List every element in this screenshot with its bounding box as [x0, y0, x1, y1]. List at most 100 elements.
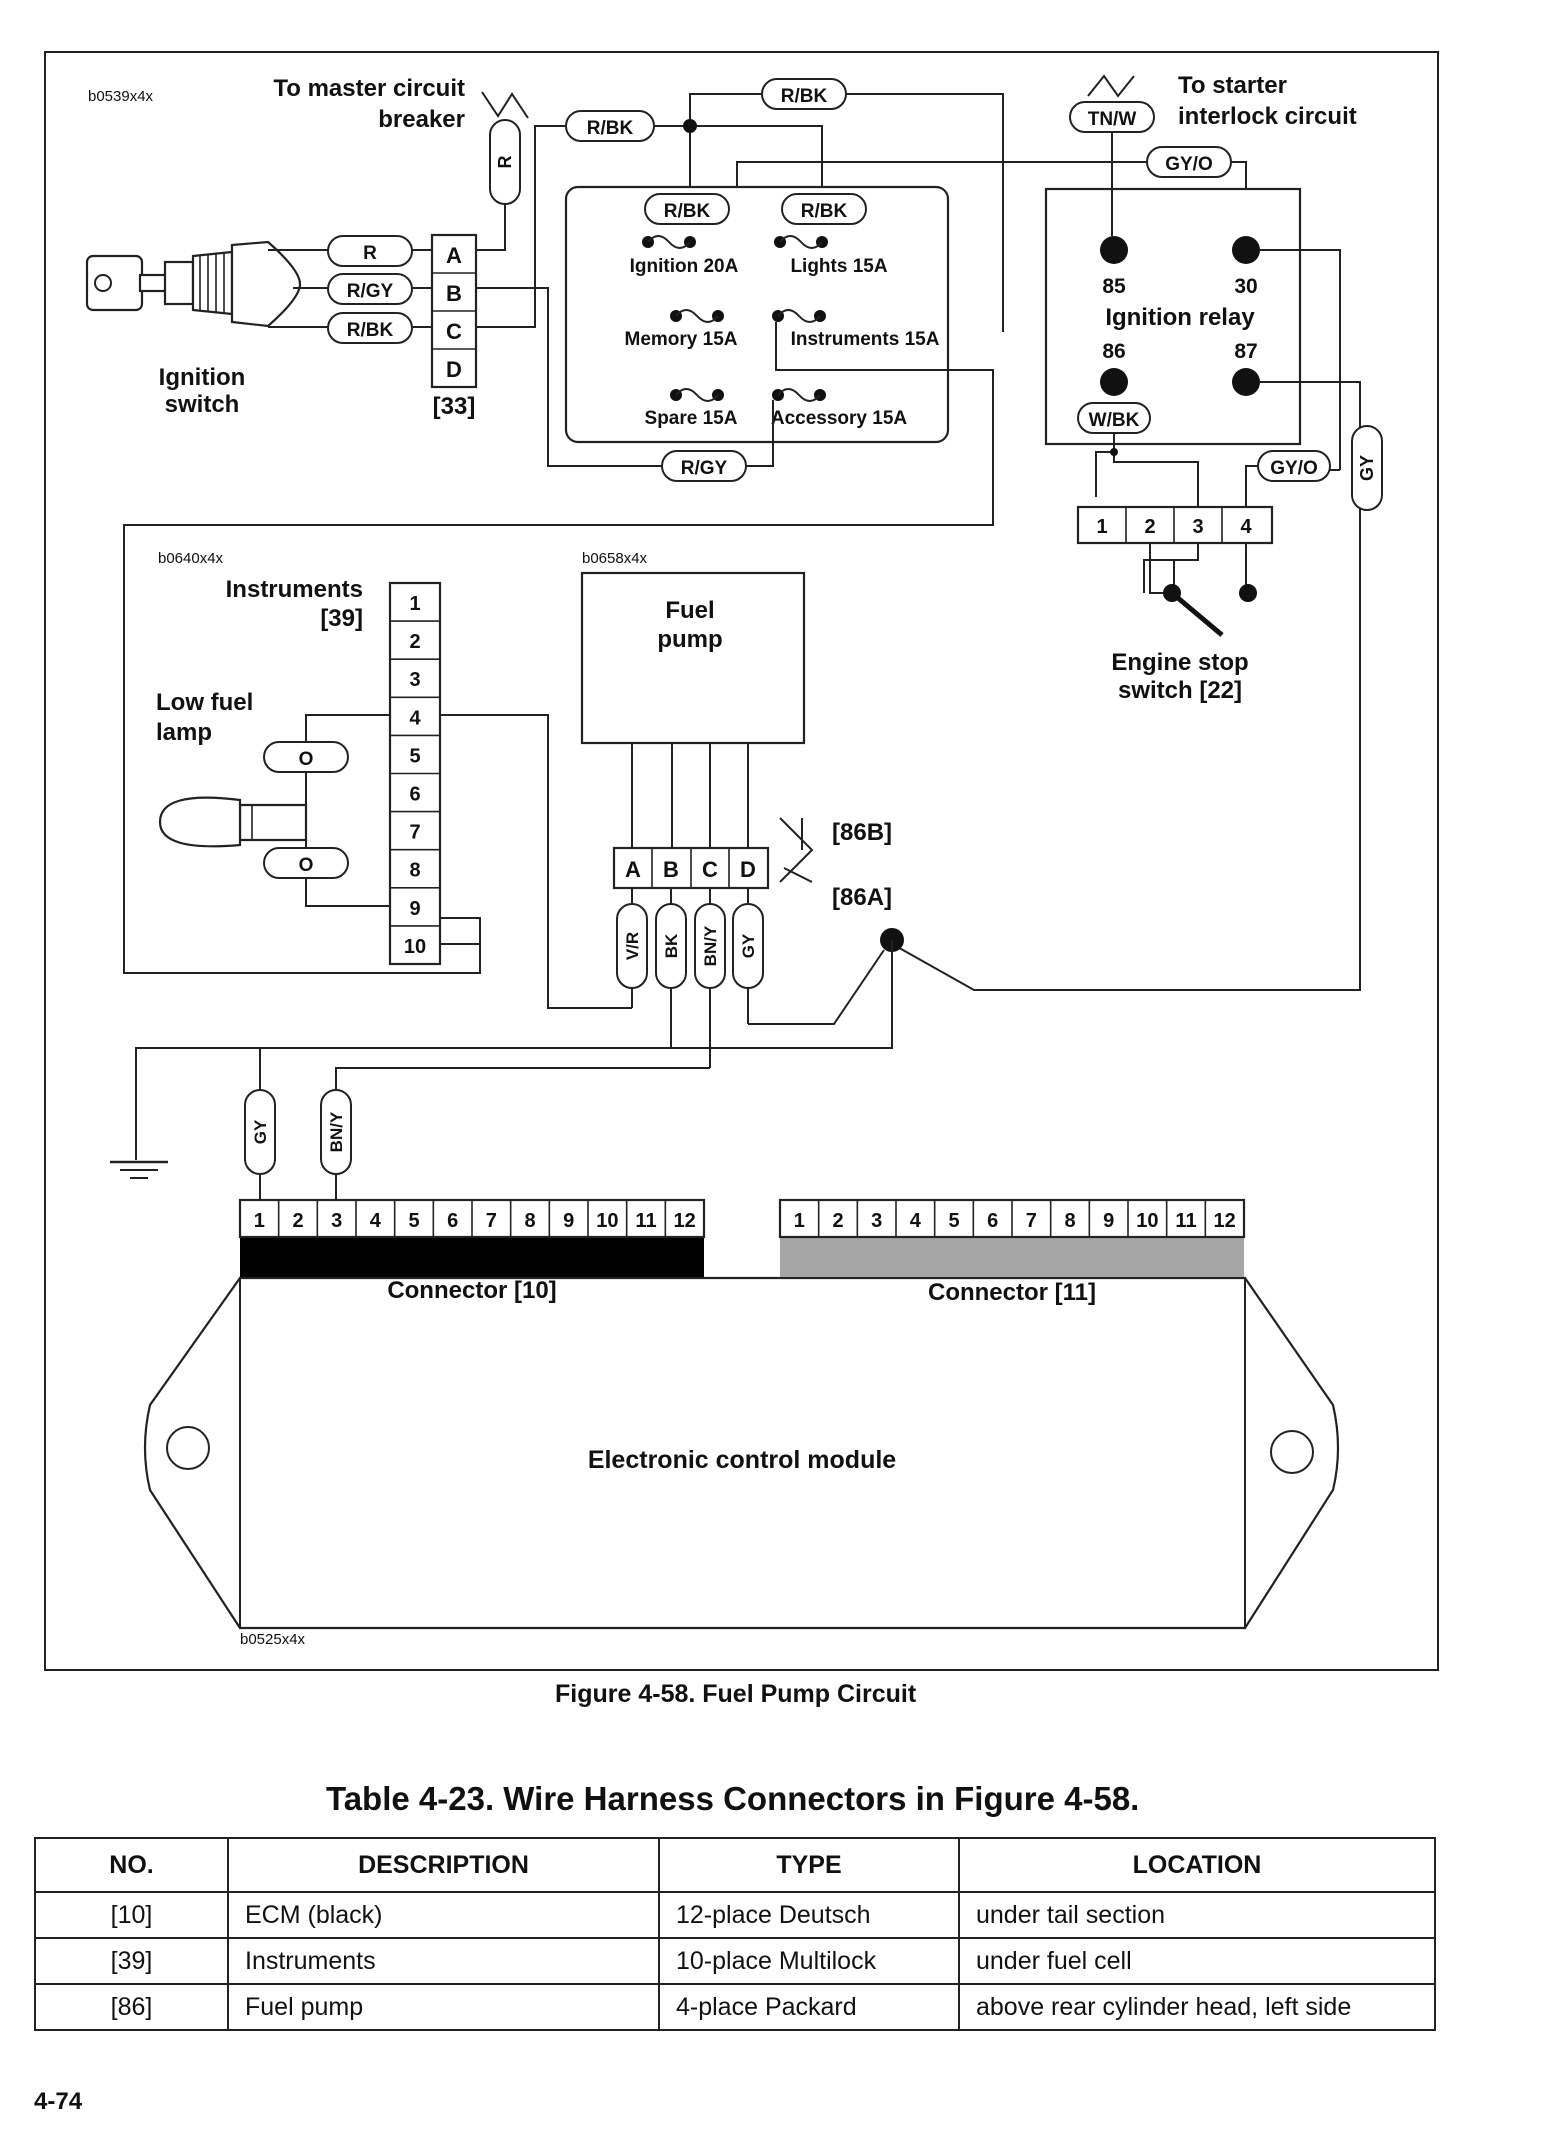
wire-tag-bn-y-label: BN/Y [701, 925, 720, 966]
wire-instruments-fuse [123, 322, 994, 974]
table-row: [39] Instruments 10-place Multilock unde… [34, 1937, 1436, 1985]
wire-tag-o-2 [263, 847, 349, 879]
wire-tag-v-r [616, 903, 648, 989]
master-breaker-break-symbol [481, 91, 529, 119]
table-cell: [86] [34, 1983, 229, 2031]
ignition-switch-label-2: switch [165, 391, 240, 418]
figure-id-pump: b0658x4x [582, 550, 648, 567]
wire-r-gy-fuse [746, 400, 774, 467]
wire-tag-fuse-r-bk-1-label: R/BK [664, 201, 711, 222]
ignition-relay-label: Ignition relay [1105, 304, 1255, 331]
pump-connector-86 [612, 846, 770, 890]
wire-r-gy [476, 287, 662, 467]
connector-10-body [240, 1237, 704, 1277]
table-cell: Instruments [227, 1937, 660, 1985]
wire-tag-r-bk-2 [761, 78, 847, 110]
connector-11-pin-11: 11 [1175, 1210, 1196, 1232]
table-cell: ECM (black) [227, 1891, 660, 1939]
wire-tag-gy-o-lower-label: GY/O [1270, 458, 1318, 479]
wire-r-bk-lights [690, 125, 823, 200]
fuel-pump-label-2: pump [657, 626, 722, 653]
table-row: [86] Fuel pump 4-place Packard above rea… [34, 1983, 1436, 2031]
wire-tag-v-r-label: V/R [623, 932, 642, 960]
connector-10-pin-5: 5 [408, 1210, 419, 1232]
fuse-symbols [642, 235, 828, 402]
table-cell: under fuel cell [958, 1937, 1436, 1985]
fuse-block [564, 185, 950, 444]
master-breaker-label: To master circuit [273, 75, 465, 102]
wire-tag-tn-w-label: TN/W [1088, 109, 1137, 130]
wire-tag-gy-pump [732, 903, 764, 989]
wire-tag-r-bk-1 [565, 110, 655, 142]
starter-interlock-break-symbol [1087, 74, 1135, 98]
bulb-icon [158, 796, 308, 848]
relay-terminal-85-label: 85 [1102, 275, 1126, 298]
figure-id-instruments: b0640x4x [158, 550, 224, 567]
figure-id-top: b0539x4x [88, 88, 154, 105]
fuse-ignition-label: Ignition 20A [630, 256, 739, 277]
wire-relay-30 [1260, 249, 1341, 470]
ignition-connector-33 [430, 233, 478, 389]
connector-11-pin-1: 1 [794, 1210, 805, 1232]
connector-10-pin-1: 1 [254, 1210, 265, 1232]
table-cell: Fuel pump [227, 1983, 660, 2031]
wire-harness-table: NO. DESCRIPTION TYPE LOCATION [10] ECM (… [34, 1837, 1436, 2031]
wire-tag-gy-vertical-label: GY [1357, 455, 1377, 481]
connector-10-pin-2: 2 [292, 1210, 303, 1232]
engine-stop-label: Engine stop [1111, 649, 1248, 676]
table-header: TYPE [658, 1837, 960, 1893]
connector-11-body [780, 1237, 1244, 1277]
relay-terminal-86 [1100, 368, 1128, 396]
wire-tag-r [327, 235, 413, 267]
wire-gy-o-lower [1245, 465, 1340, 507]
instrument-pin-6: 6 [409, 784, 420, 806]
conn-86b-label: [86B] [832, 819, 892, 846]
wire-tag-gy-ecm [244, 1089, 276, 1175]
connector-10-pin-11: 11 [635, 1210, 656, 1232]
wire-tag-r-bk-1-label: R/BK [587, 118, 634, 139]
table-header: NO. [34, 1837, 229, 1893]
wire-tag-r-bk-2-label: R/BK [781, 86, 828, 107]
low-fuel-lamp-label: Low fuel [156, 689, 253, 716]
wire-tag-fuse-r-bk-2 [781, 193, 867, 225]
connector-11-pin-8: 8 [1064, 1210, 1075, 1232]
fuel-pump-box [580, 571, 806, 745]
ground-icon [110, 1160, 168, 1179]
table-row: [10] ECM (black) 12-place Deutsch under … [34, 1891, 1436, 1939]
pump-pin-b: B [663, 857, 679, 882]
wire-r-bk-bus [654, 93, 762, 127]
wire-bn-y-ecm [335, 1067, 710, 1090]
wire-tag-r-bk-label: R/BK [347, 320, 394, 341]
wire-gy-pump-to-splice [748, 949, 885, 1025]
relay-terminal-87-label: 87 [1234, 340, 1257, 363]
wire-tag-gy-pump-label: GY [739, 933, 758, 958]
ignition-switch-label: Ignition [159, 364, 246, 391]
table-cell: under tail section [958, 1891, 1436, 1939]
engine-stop-connector [1076, 505, 1274, 545]
table-header: DESCRIPTION [227, 1837, 660, 1893]
wire-lamp-top [305, 714, 390, 805]
engine-stop-pin-2: 2 [1144, 516, 1155, 538]
connector-11-pin-4: 4 [910, 1210, 922, 1232]
ignition-relay-box [1044, 187, 1302, 446]
wire-tag-r-label: R [363, 243, 377, 264]
wire-tag-r-gy-bottom-label: R/GY [681, 458, 728, 479]
wire-instrument-pin4 [440, 714, 632, 1009]
pump-pin-d: D [740, 857, 756, 882]
instrument-pin-10: 10 [404, 936, 426, 958]
wire-tag-gy-vertical [1351, 425, 1383, 511]
ignition-switch-wires [268, 249, 432, 328]
wire-tag-r-gy [327, 273, 413, 305]
instrument-pin-2: 2 [409, 631, 420, 653]
wire-tag-bn-y [694, 903, 726, 989]
pump-pin-c: C [702, 857, 718, 882]
wire-r-bk-right [846, 93, 1004, 332]
ignition-switch-icon [85, 240, 302, 328]
conn-86a-label: [86A] [832, 884, 892, 911]
ignition-connector-ref: [33] [433, 393, 476, 420]
engine-stop-wiring [1143, 543, 1247, 594]
engine-stop-switch-icon [1163, 584, 1257, 637]
connector-11-pin-7: 7 [1026, 1210, 1037, 1232]
wire-tag-gy-ecm-label: GY [251, 1119, 270, 1144]
wire-tag-o-2-label: O [299, 855, 314, 876]
